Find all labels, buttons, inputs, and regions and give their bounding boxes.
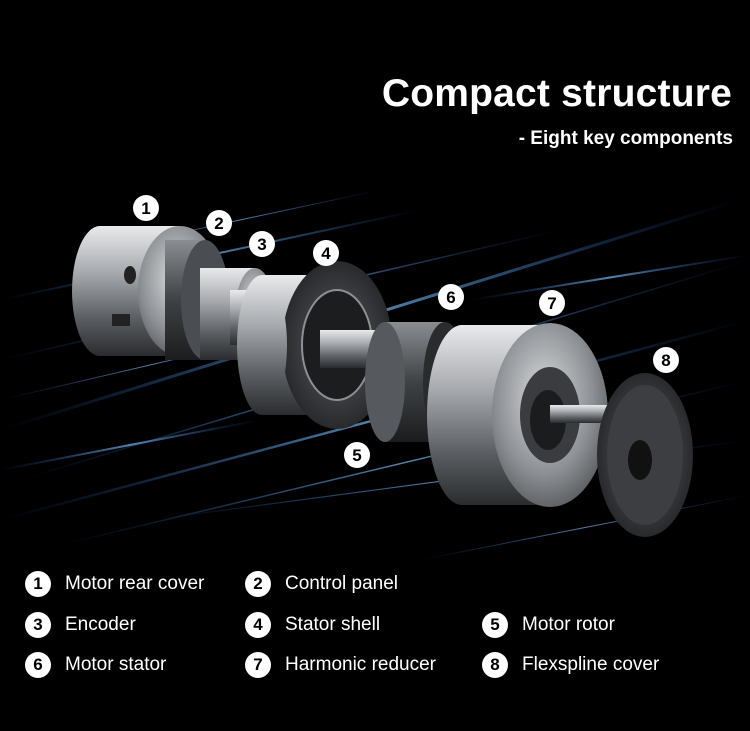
callout-1: 1	[133, 195, 159, 221]
legend-item-motor-rear-cover: 1 Motor rear cover	[25, 570, 204, 598]
callout-7: 7	[539, 290, 565, 316]
callout-2: 2	[206, 210, 232, 236]
callout-2-number: 2	[214, 214, 223, 233]
legend-item-motor-stator: 6 Motor stator	[25, 651, 166, 679]
legend-label: Control panel	[285, 573, 399, 594]
legend-number: 2	[245, 571, 271, 597]
legend-number: 1	[25, 571, 51, 597]
legend-item-encoder: 3 Encoder	[25, 611, 136, 639]
callout-5-number: 5	[352, 446, 361, 465]
callout-4: 4	[313, 240, 339, 266]
legend-number: 8	[482, 652, 508, 678]
legend-item-control-panel: 2 Control panel	[245, 570, 398, 598]
callout-6-number: 6	[446, 288, 455, 307]
legend-item-stator-shell: 4 Stator shell	[245, 611, 380, 639]
callout-5: 5	[344, 442, 370, 468]
legend-label: Flexspline cover	[522, 654, 660, 675]
legend-number: 4	[245, 612, 271, 638]
callout-6: 6	[438, 284, 464, 310]
callout-3: 3	[249, 231, 275, 257]
legend-label: Stator shell	[285, 614, 381, 635]
legend-item-motor-rotor: 5 Motor rotor	[482, 611, 615, 639]
callout-7-number: 7	[547, 294, 556, 313]
legend-item-harmonic-reducer: 7 Harmonic reducer	[245, 651, 436, 679]
callout-badges: 1 2 3 4 5 6 7 8	[133, 195, 679, 468]
legend-label: Harmonic reducer	[285, 654, 436, 675]
harmonic-reducer-part	[427, 323, 620, 507]
legend-label: Motor rotor	[522, 614, 615, 635]
callout-3-number: 3	[257, 235, 266, 254]
legend-item-flexspline-cover: 8 Flexspline cover	[482, 651, 659, 679]
callout-4-number: 4	[321, 244, 331, 263]
legend-label: Encoder	[65, 614, 136, 635]
legend-number: 6	[25, 652, 51, 678]
page-subtitle: - Eight key components	[518, 128, 733, 149]
callout-1-number: 1	[141, 199, 150, 218]
legend-number: 5	[482, 612, 508, 638]
legend-number: 3	[25, 612, 51, 638]
legend-label: Motor rear cover	[65, 573, 205, 594]
page-title: Compact structure	[381, 72, 732, 115]
legend-number: 7	[245, 652, 271, 678]
legend-label: Motor stator	[65, 654, 167, 675]
callout-8: 8	[653, 347, 679, 373]
flexspline-cover-part	[597, 373, 693, 537]
callout-8-number: 8	[661, 351, 670, 370]
